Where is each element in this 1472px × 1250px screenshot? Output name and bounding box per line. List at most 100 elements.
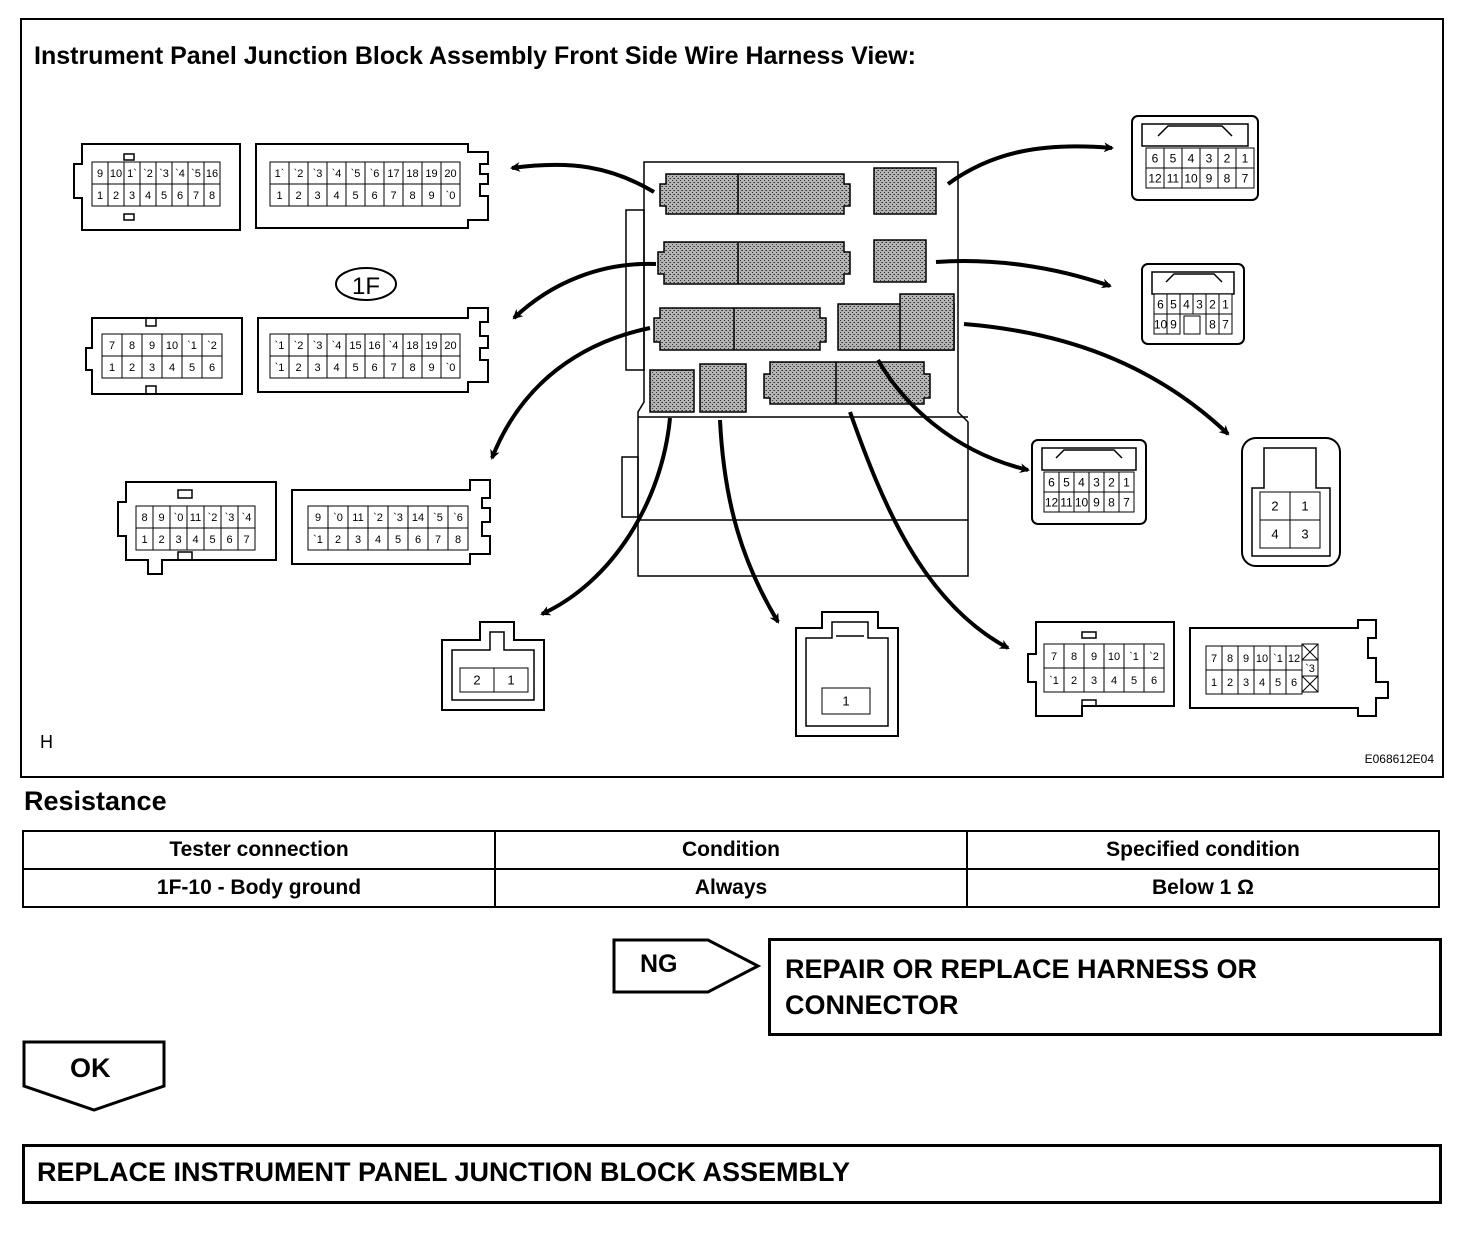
pin-number: 8: [409, 190, 415, 202]
pin-number: 7: [109, 340, 115, 352]
connector-inner-details: [123, 123, 1331, 727]
pin-number: 1: [1123, 475, 1130, 489]
pin-number: 6: [1157, 297, 1164, 311]
pin-number: `2: [373, 512, 383, 524]
pin-number: `6: [370, 168, 380, 180]
pin-number: 5: [161, 190, 167, 202]
pin-number: `1: [313, 534, 323, 546]
pin-number: 19: [425, 168, 437, 180]
pin-number: 6: [209, 362, 215, 374]
pin-number: `4: [175, 168, 185, 180]
pin-number: `2: [294, 340, 304, 352]
pin-number: 7: [1051, 651, 1057, 663]
pin-number: 5: [1170, 151, 1177, 165]
pin-number: 10: [1154, 317, 1168, 331]
pin-number: 17: [387, 168, 399, 180]
pin-number: `1: [1273, 653, 1283, 665]
pin-number: `3: [1305, 663, 1315, 675]
pin-number: 8: [1071, 651, 1077, 663]
pin-number: `6: [453, 512, 463, 524]
pin-number: 3: [1196, 297, 1203, 311]
pin-number: 5: [352, 362, 358, 374]
pin-number: 2: [113, 190, 119, 202]
pin-number: 2: [335, 534, 341, 546]
pin-number: `3: [313, 168, 323, 180]
figure-title: Instrument Panel Junction Block Assembly…: [34, 42, 916, 70]
pin-number: 6: [1152, 151, 1159, 165]
blank-pin-cross: [1301, 643, 1319, 661]
pin-number: `5: [351, 168, 361, 180]
pin-number: 7: [1222, 317, 1229, 331]
pin-number: 11: [1167, 171, 1180, 185]
pin-number: 8: [129, 340, 135, 352]
pin-number: 10: [1184, 171, 1198, 185]
pin-cell: [1166, 313, 1181, 335]
pin-cell: [201, 355, 223, 379]
pin-number: `2: [208, 512, 218, 524]
pin-number: 6: [415, 534, 421, 546]
pin-number: 9: [158, 512, 164, 524]
pin-cell: [1259, 519, 1291, 549]
pin-number: 4: [145, 190, 151, 202]
pin-cell: [447, 527, 469, 551]
pin-number: 2: [1071, 675, 1077, 687]
column-header: Specified condition: [966, 830, 1440, 870]
junction-block-diagram: 1F 9101``2`3`4`516123456781``2`3`4`5`617…: [73, 115, 1389, 737]
pin-number: `5: [191, 168, 201, 180]
pin-number: 1`: [127, 168, 137, 180]
pin-number: 9: [1093, 495, 1100, 509]
pin-number: 7: [390, 362, 396, 374]
resistance-table: Tester connection Condition Specified co…: [22, 830, 1440, 908]
pin-cell: [1289, 519, 1321, 549]
pin-number: 4: [333, 362, 339, 374]
pin-number: 5: [1131, 675, 1137, 687]
pin-number: 4: [375, 534, 381, 546]
pin-number: `1: [1049, 675, 1059, 687]
pin-number: 8: [1227, 653, 1233, 665]
ok-arrow-tag: [22, 1040, 166, 1112]
pin-number: 5: [352, 190, 358, 202]
pin-number: 1: [1211, 677, 1217, 689]
pin-number: 7: [1242, 171, 1249, 185]
pin-number: 7: [435, 534, 441, 546]
pin-cell: [821, 687, 871, 715]
pin-number: 9: [1170, 317, 1177, 331]
pin-number: 1`: [275, 168, 285, 180]
pin-number: 9: [97, 168, 103, 180]
pin-cell: [1118, 491, 1135, 513]
pin-number: 1: [507, 673, 514, 688]
pin-number: 1: [1222, 297, 1229, 311]
pin-number: 9: [149, 340, 155, 352]
specified-condition-cell: Below 1 Ω: [966, 868, 1440, 908]
pin-number: 3: [149, 362, 155, 374]
blank-pin-cross: [1301, 675, 1319, 693]
ng-label: NG: [640, 950, 678, 978]
pin-number: `0: [446, 362, 456, 374]
column-header: Condition: [494, 830, 968, 870]
pin-number: `2: [143, 168, 153, 180]
pin-number: 9: [1206, 171, 1213, 185]
pin-number: `3: [393, 512, 403, 524]
pin-number: 2: [1224, 151, 1231, 165]
harness-arrows: [490, 142, 1230, 650]
pin-number: 1: [97, 190, 103, 202]
pin-number: 3: [355, 534, 361, 546]
pin-number: 19: [425, 340, 437, 352]
pin-number: 8: [1209, 317, 1216, 331]
pin-number: 2: [1227, 677, 1233, 689]
pin-number: 20: [444, 340, 456, 352]
pin-number: 8: [1224, 171, 1231, 185]
pin-cell: [493, 667, 529, 693]
pin-number: 1: [276, 190, 282, 202]
pin-number: 1: [1301, 499, 1308, 514]
pin-number: 7: [193, 190, 199, 202]
pin-number: `0: [333, 512, 343, 524]
pin-number: 9: [315, 512, 321, 524]
pin-number: 16: [368, 340, 380, 352]
pin-number: 1: [1242, 151, 1249, 165]
pin-number: `1: [275, 340, 285, 352]
pin-number: 5: [395, 534, 401, 546]
pin-number: 6: [1291, 677, 1297, 689]
pin-number: `4: [242, 512, 252, 524]
ng-arrow-tag: [612, 938, 762, 994]
